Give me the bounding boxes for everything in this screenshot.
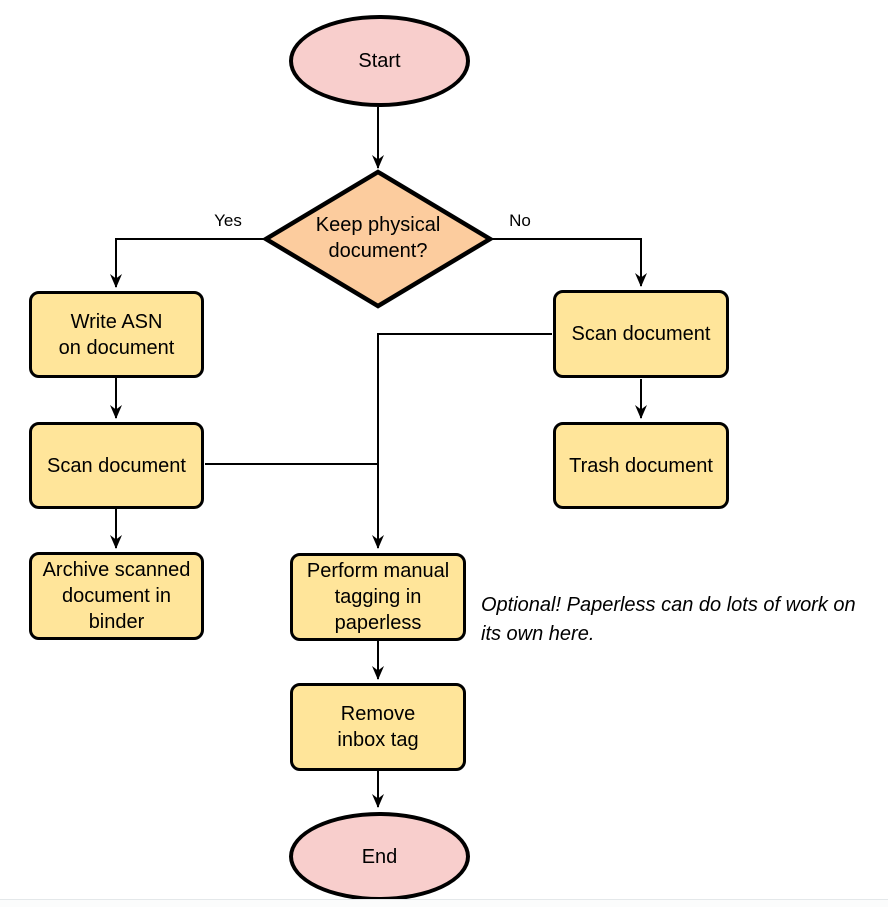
- edge-label-yes: Yes: [214, 211, 242, 230]
- optional-note: Optional! Paperless can do lots of work …: [481, 594, 856, 645]
- process-archive-document: Archive scanned document in binder: [29, 552, 204, 640]
- decision-diamond: [261, 169, 495, 309]
- canvas-bottom-strip: [0, 900, 888, 907]
- canvas-bottom-edge: [0, 899, 888, 900]
- edge-scanright-to-tagging: [372, 333, 552, 549]
- start-node: Start: [289, 15, 470, 107]
- end-label: End: [361, 845, 398, 868]
- process-manual-tagging: Perform manual tagging in paperless: [290, 553, 466, 641]
- edge-label-no: No: [509, 211, 531, 230]
- process-scan-document-left: Scan document: [29, 422, 204, 509]
- process-write-asn: Write ASN on document: [29, 291, 204, 378]
- edge-decision-no: [490, 238, 647, 287]
- process-trash-document: Trash document: [553, 422, 729, 509]
- end-node: End: [289, 812, 470, 901]
- edge-decision-yes: [110, 238, 266, 288]
- process-remove-inbox-tag: Remove inbox tag: [290, 683, 466, 771]
- decision-label: Keep physical document?: [315, 214, 441, 262]
- process-scan-document-right: Scan document: [553, 290, 729, 378]
- start-label: Start: [358, 50, 401, 72]
